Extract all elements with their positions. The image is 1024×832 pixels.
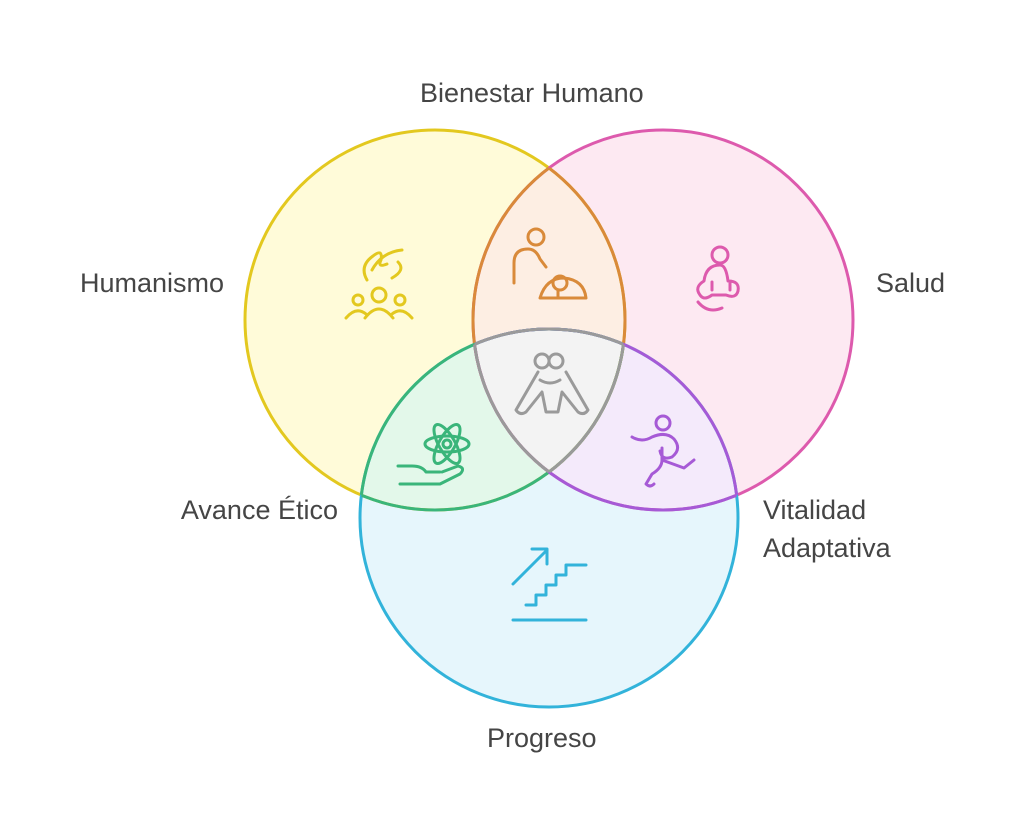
embrace-icon: [514, 352, 590, 416]
label-bienestar-humano: Bienestar Humano: [420, 78, 644, 108]
region-vitalidad: [473, 329, 738, 510]
meditation-icon: [696, 245, 740, 312]
label-vitalidad-line1: Vitalidad: [763, 495, 867, 525]
caregiver-icon: [512, 227, 588, 300]
stairs-growth-icon: [511, 547, 588, 622]
label-progreso: Progreso: [487, 723, 597, 753]
label-humanismo: Humanismo: [79, 268, 224, 298]
community-care-icon: [344, 248, 414, 320]
running-person-icon: [630, 414, 696, 488]
label-salud: Salud: [876, 268, 946, 298]
atom-hand-icon: [396, 423, 471, 486]
label-avance-etico: Avance Ético: [180, 495, 338, 525]
label-vitalidad-line2: Adaptativa: [763, 533, 891, 563]
